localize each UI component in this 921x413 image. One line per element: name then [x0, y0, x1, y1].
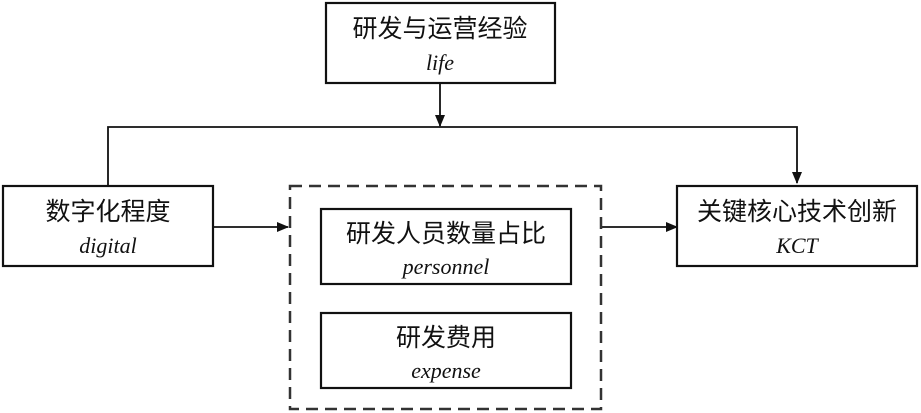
node-personnel: 研发人员数量占比 personnel [319, 207, 573, 286]
node-kct: 关键核心技术创新 KCT [675, 184, 919, 268]
node-kct-en: KCT [775, 233, 819, 258]
node-life: 研发与运营经验 life [324, 1, 557, 85]
node-life-zh: 研发与运营经验 [352, 15, 527, 43]
node-digital: 数字化程度 digital [1, 184, 215, 268]
node-digital-zh: 数字化程度 [45, 198, 170, 226]
mediator-group-dashed-box [288, 184, 603, 411]
connectors [107, 83, 802, 232]
node-expense-en: expense [411, 358, 481, 383]
node-digital-en: digital [79, 233, 136, 258]
node-expense-zh: 研发费用 [396, 324, 496, 352]
node-life-en: life [426, 50, 454, 75]
node-personnel-en: personnel [401, 254, 490, 279]
bus-line-digital-to-kct [107, 126, 802, 186]
node-kct-zh: 关键核心技术创新 [697, 198, 897, 226]
node-expense: 研发费用 expense [319, 311, 573, 390]
node-personnel-zh: 研发人员数量占比 [346, 220, 546, 248]
